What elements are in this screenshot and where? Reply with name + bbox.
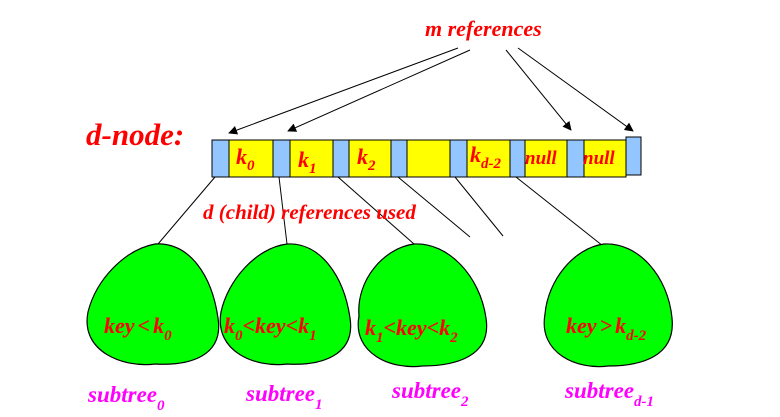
d-node-label: d-node: xyxy=(86,117,184,152)
key-cell xyxy=(289,139,334,178)
arrow-to-ref-null-2 xyxy=(517,47,634,132)
child-line-1 xyxy=(278,176,288,245)
reference-arrows xyxy=(228,47,634,135)
null-cell xyxy=(583,139,627,178)
key-cell xyxy=(348,139,392,178)
key-cell xyxy=(406,139,451,178)
node-array xyxy=(211,136,642,178)
d-references-used-label: d (child) references used xyxy=(203,200,416,224)
arrow-to-ref-0 xyxy=(228,47,459,135)
pointer-cell xyxy=(390,139,408,178)
key-label-1: k1 xyxy=(298,147,317,177)
subtree-blob-1 xyxy=(219,243,352,366)
pointer-cell xyxy=(449,139,468,178)
condition-label-3: key>kd-2 xyxy=(566,313,647,344)
subtree-blob-0 xyxy=(86,243,220,366)
arrow-to-ref-null-1 xyxy=(505,49,572,131)
pointer-cell xyxy=(332,139,350,178)
pointer-cell xyxy=(566,139,585,178)
arrow-to-ref-1 xyxy=(287,49,471,132)
child-line-0 xyxy=(157,176,216,245)
subtree-label-2: subtree2 xyxy=(391,378,469,410)
child-line-3 xyxy=(397,176,471,238)
subtree-label-0: subtree0 xyxy=(87,382,165,414)
condition-label-2: k1<key<k2 xyxy=(365,315,458,346)
key-label-2: k2 xyxy=(357,144,376,174)
condition-label-0: key<k0 xyxy=(104,313,172,344)
key-cell xyxy=(228,139,274,178)
subtree-blob-2 xyxy=(357,243,488,368)
null-label-2: null xyxy=(583,148,615,169)
subtree-blob-3 xyxy=(543,243,673,368)
null-label-1: null xyxy=(525,148,557,169)
child-line-2 xyxy=(337,176,415,245)
pointer-cell xyxy=(509,139,526,178)
child-line-5 xyxy=(515,176,604,247)
key-label-0: k0 xyxy=(236,144,255,174)
subtree-label-3: subtreed-1 xyxy=(564,378,654,410)
pointer-cell xyxy=(211,139,230,178)
child-line-4 xyxy=(454,176,504,237)
pointer-cell xyxy=(625,136,642,176)
subtree-label-1: subtree1 xyxy=(245,381,323,413)
condition-label-1: k0<key<k1 xyxy=(224,313,317,344)
m-references-label: m references xyxy=(425,16,542,41)
null-cell xyxy=(524,139,568,178)
child-reference-lines xyxy=(157,176,604,247)
pointer-cell xyxy=(272,139,291,178)
key-label-d-2: kd-2 xyxy=(470,142,501,172)
